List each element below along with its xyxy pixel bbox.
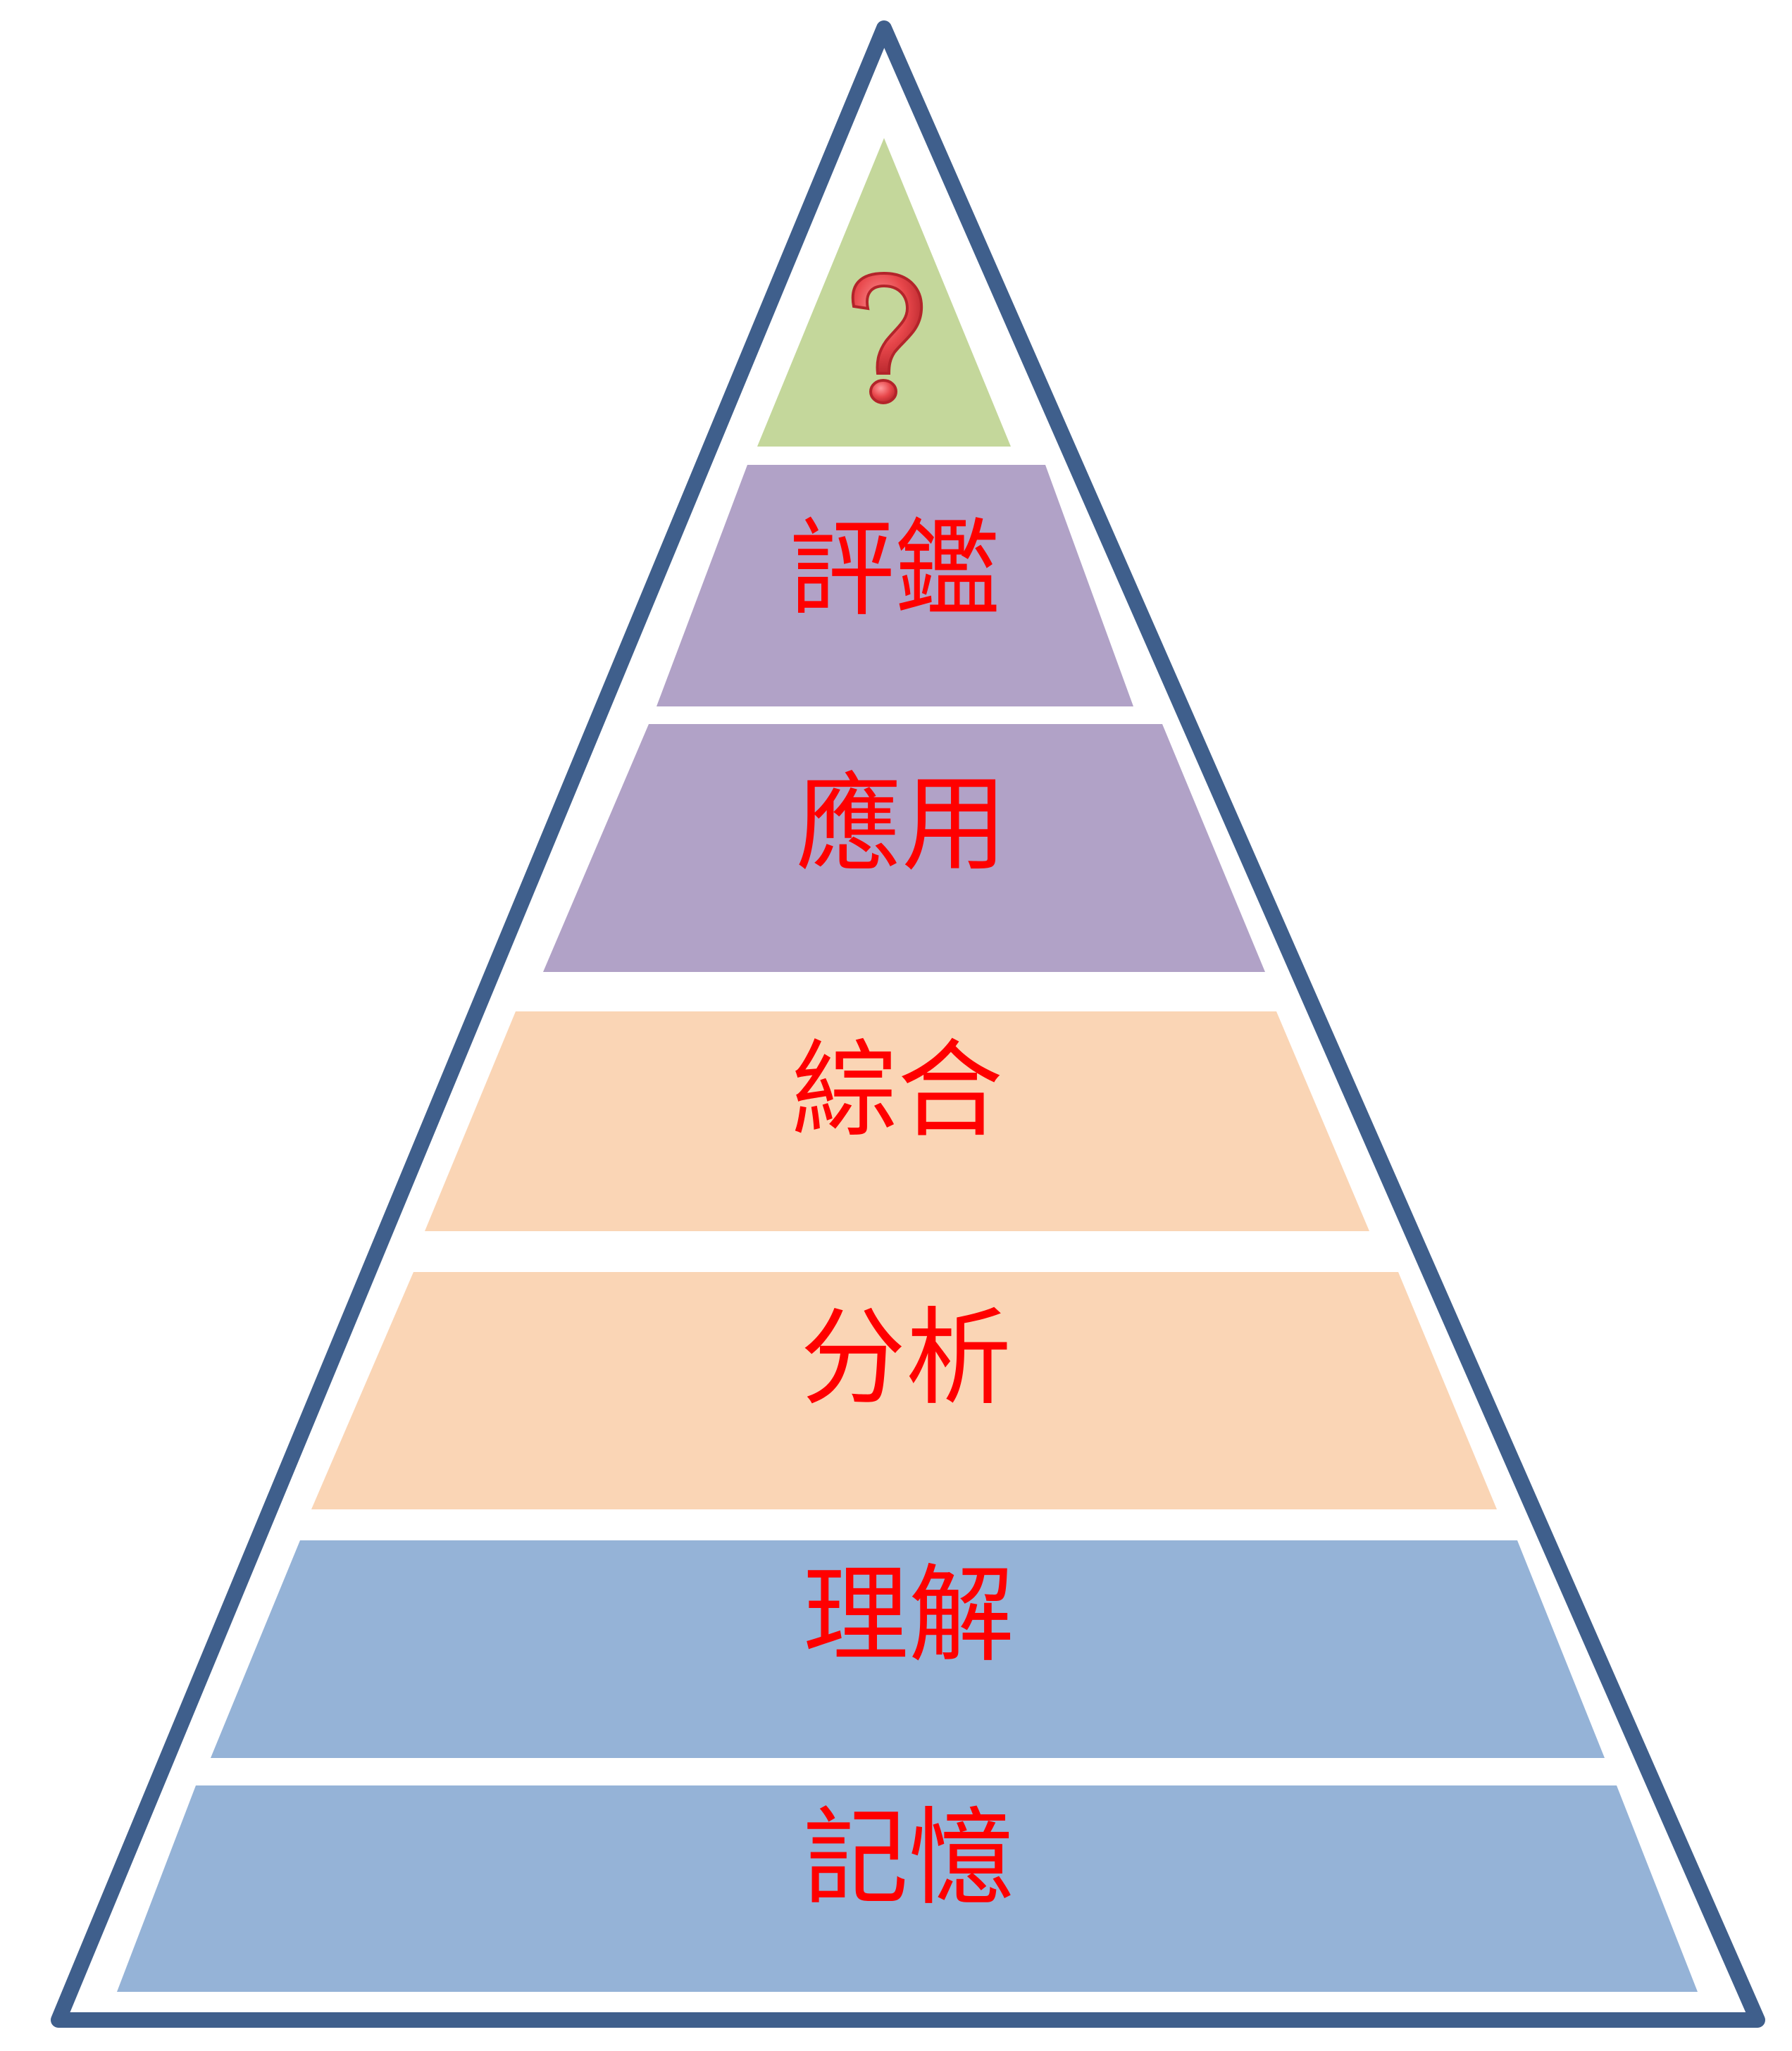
- tier-band-analysis: [311, 1272, 1497, 1509]
- tier-label-synthesis: 綜合: [792, 1030, 1003, 1152]
- tier-label-comprehension: 理解: [803, 1554, 1014, 1677]
- tier-band-application: [543, 724, 1265, 972]
- tier-band-evaluation: [657, 465, 1133, 706]
- tier-label-memory: 記憶: [803, 1797, 1014, 1920]
- tier-band-synthesis: [425, 1011, 1369, 1231]
- tier-label-application: 應用: [796, 763, 1007, 886]
- tier-label-analysis: 分析: [800, 1297, 1012, 1420]
- pyramid-outline: [51, 20, 1765, 2028]
- tier-band-comprehension: [211, 1540, 1605, 1758]
- tier-band-memory: [117, 1785, 1698, 1992]
- question-mark-icon: [851, 271, 923, 404]
- tier-label-evaluation: 評鑑: [789, 509, 1000, 631]
- pyramid-apex: [757, 138, 1011, 447]
